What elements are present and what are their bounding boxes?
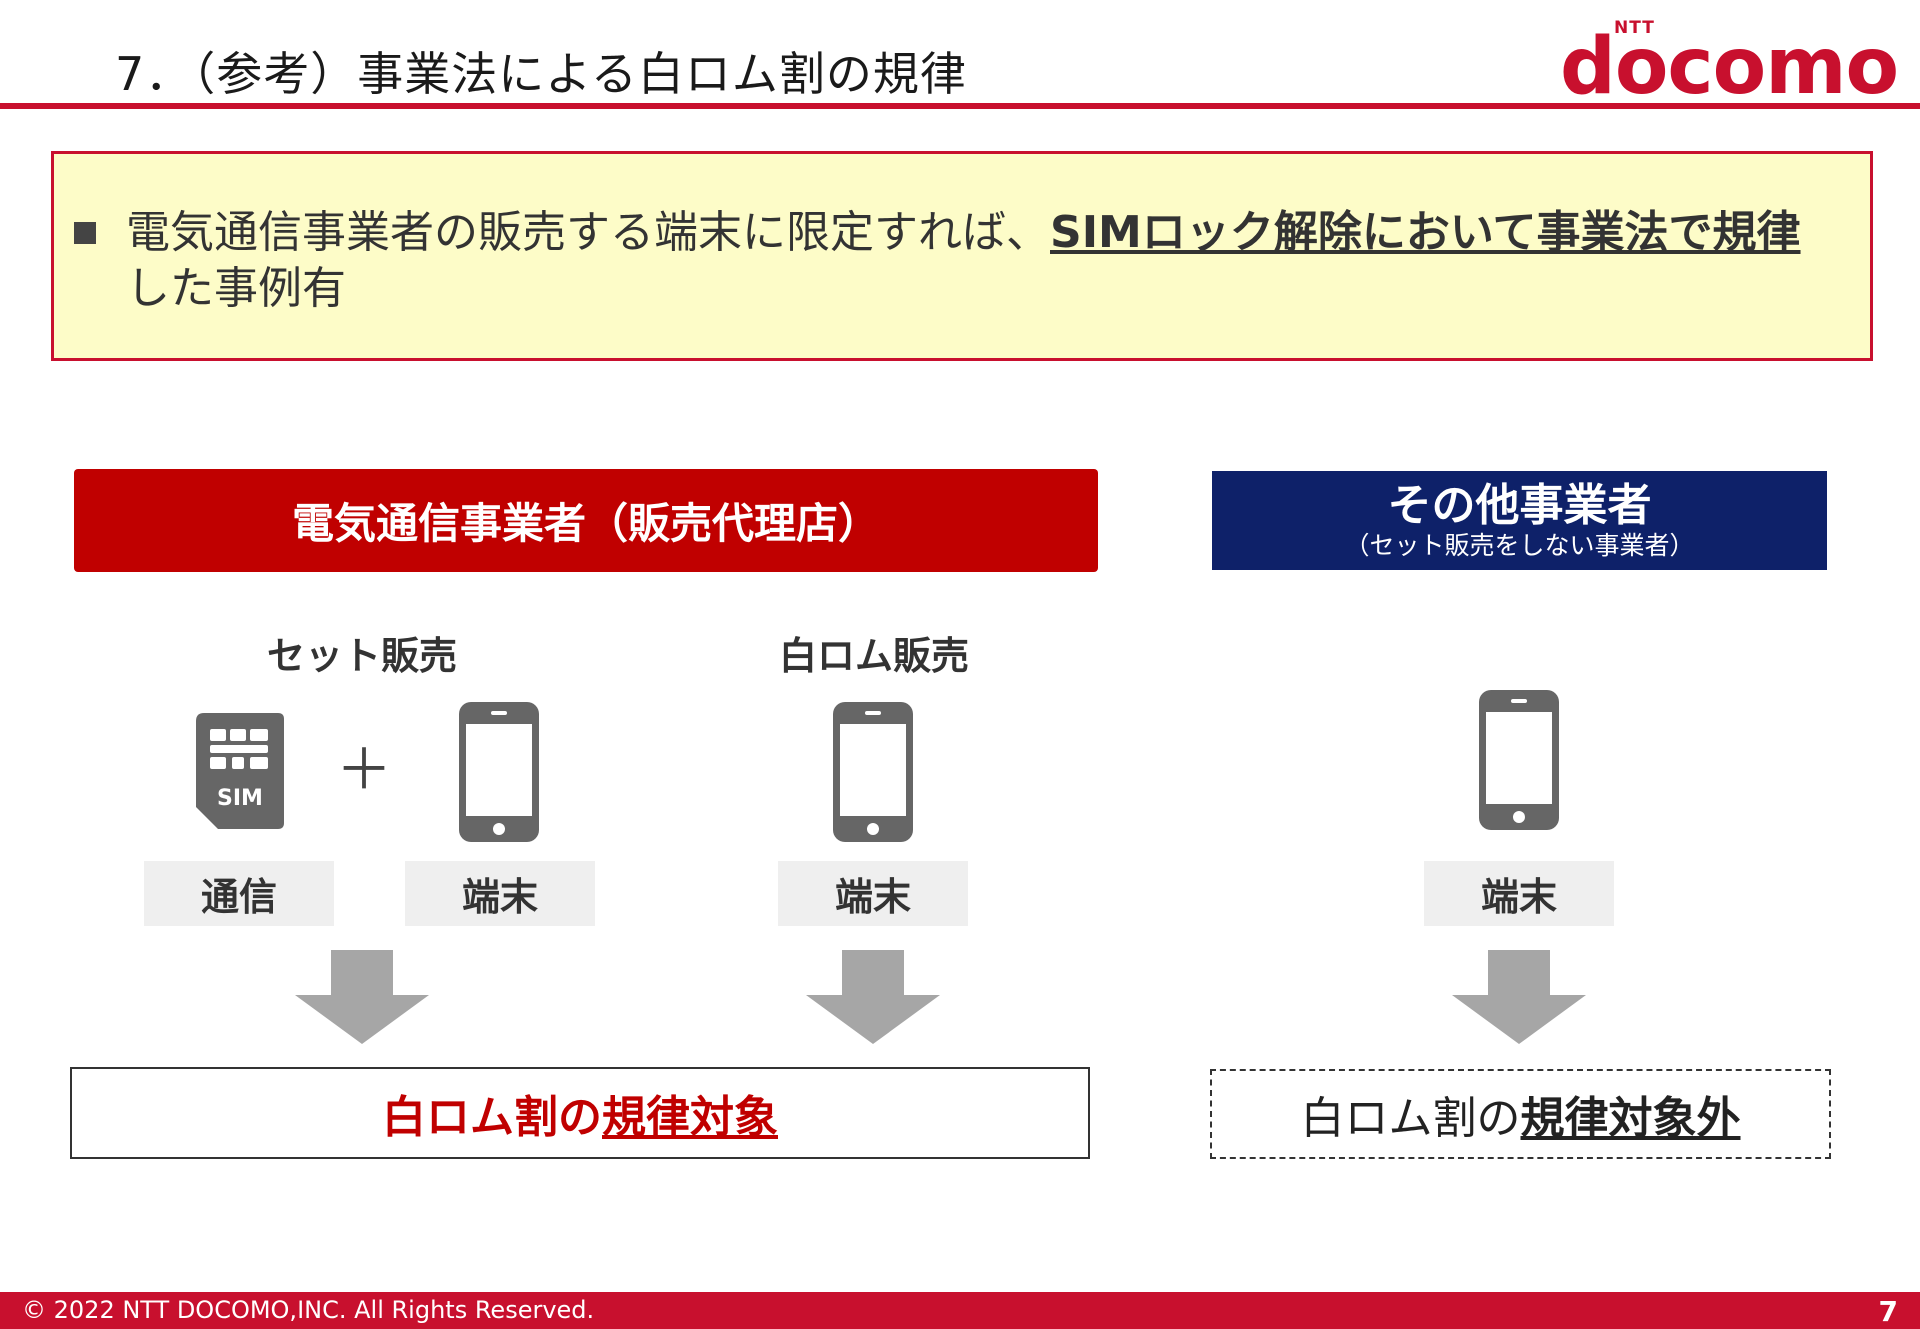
column-label-set-sale: セット販売 (266, 634, 457, 678)
note-text-emphasis: SIMロック解除において事業法で規律 (1050, 207, 1801, 258)
result-regulated-prefix: 白ロム割の (382, 1092, 602, 1143)
note-text: 電気通信事業者の販売する端末に限定すれば、SIMロック解除において事業法で規律し… (126, 205, 1846, 317)
item-label-device: 端末 (405, 861, 595, 926)
plus-sign: ＋ (336, 738, 392, 803)
result-not-regulated-prefix: 白ロム割の (1300, 1093, 1521, 1144)
smartphone-icon (833, 702, 913, 842)
square-bullet-icon (74, 222, 96, 244)
result-not-regulated-box: 白ロム割の規律対象外 (1210, 1069, 1831, 1159)
category-telecom-label: 電気通信事業者（販売代理店） (291, 499, 880, 548)
sim-card-text: SIM (217, 786, 263, 811)
down-arrow-icon (806, 950, 940, 1044)
sim-card-icon: SIM (196, 713, 284, 829)
column-label-white-rom-sale: 白ロム販売 (778, 634, 969, 678)
item-label-communication: 通信 (144, 861, 334, 926)
footer-copyright: © 2022 NTT DOCOMO,INC. All Rights Reserv… (22, 1296, 595, 1324)
smartphone-icon (1479, 690, 1559, 830)
page-number: 7 (1878, 1295, 1898, 1328)
category-other-sublabel: （セット販売をしない事業者） (1344, 530, 1695, 560)
page-title: 7．（参考）事業法による白ロム割の規律 (115, 47, 967, 101)
category-telecom-header: 電気通信事業者（販売代理店） (74, 469, 1098, 572)
logo-ntt-text: NTT (1614, 18, 1655, 38)
result-not-regulated-emphasis: 規律対象外 (1520, 1093, 1741, 1144)
item-label-device: 端末 (778, 861, 968, 926)
item-label-device: 端末 (1424, 861, 1614, 926)
category-other-label: その他事業者 (1387, 479, 1652, 531)
note-text-after: した事例有 (126, 263, 346, 314)
logo-docomo-text: docomo (1560, 22, 1899, 112)
note-box (51, 151, 1873, 361)
result-regulated-emphasis: 規律対象 (602, 1092, 778, 1143)
down-arrow-icon (295, 950, 429, 1044)
footer-bar: © 2022 NTT DOCOMO,INC. All Rights Reserv… (0, 1292, 1920, 1329)
header-divider (0, 103, 1920, 109)
note-text-before: 電気通信事業者の販売する端末に限定すれば、 (126, 207, 1050, 258)
down-arrow-icon (1452, 950, 1586, 1044)
category-other-header: その他事業者 （セット販売をしない事業者） (1212, 471, 1827, 570)
result-regulated-box: 白ロム割の規律対象 (70, 1067, 1090, 1159)
docomo-logo: NTT docomo (1560, 18, 1899, 106)
smartphone-icon (459, 702, 539, 842)
